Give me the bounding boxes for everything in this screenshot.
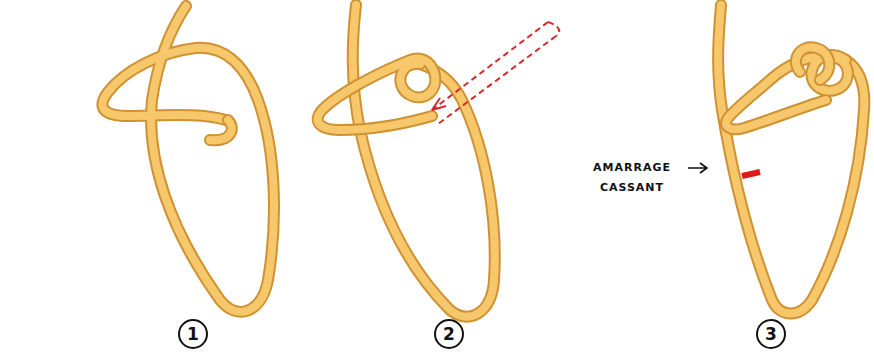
pointer-arrow (688, 163, 707, 173)
step-number: 2 (443, 324, 455, 344)
callout-label: AMARRAGE CASSANT (580, 158, 684, 198)
step-number: 3 (765, 324, 777, 344)
break-point (742, 172, 760, 176)
step-number: 1 (187, 324, 199, 344)
rope-step-2 (318, 5, 560, 317)
rope-step-3 (718, 5, 864, 314)
step-circles (179, 320, 785, 348)
rope-step-1 (102, 6, 274, 312)
